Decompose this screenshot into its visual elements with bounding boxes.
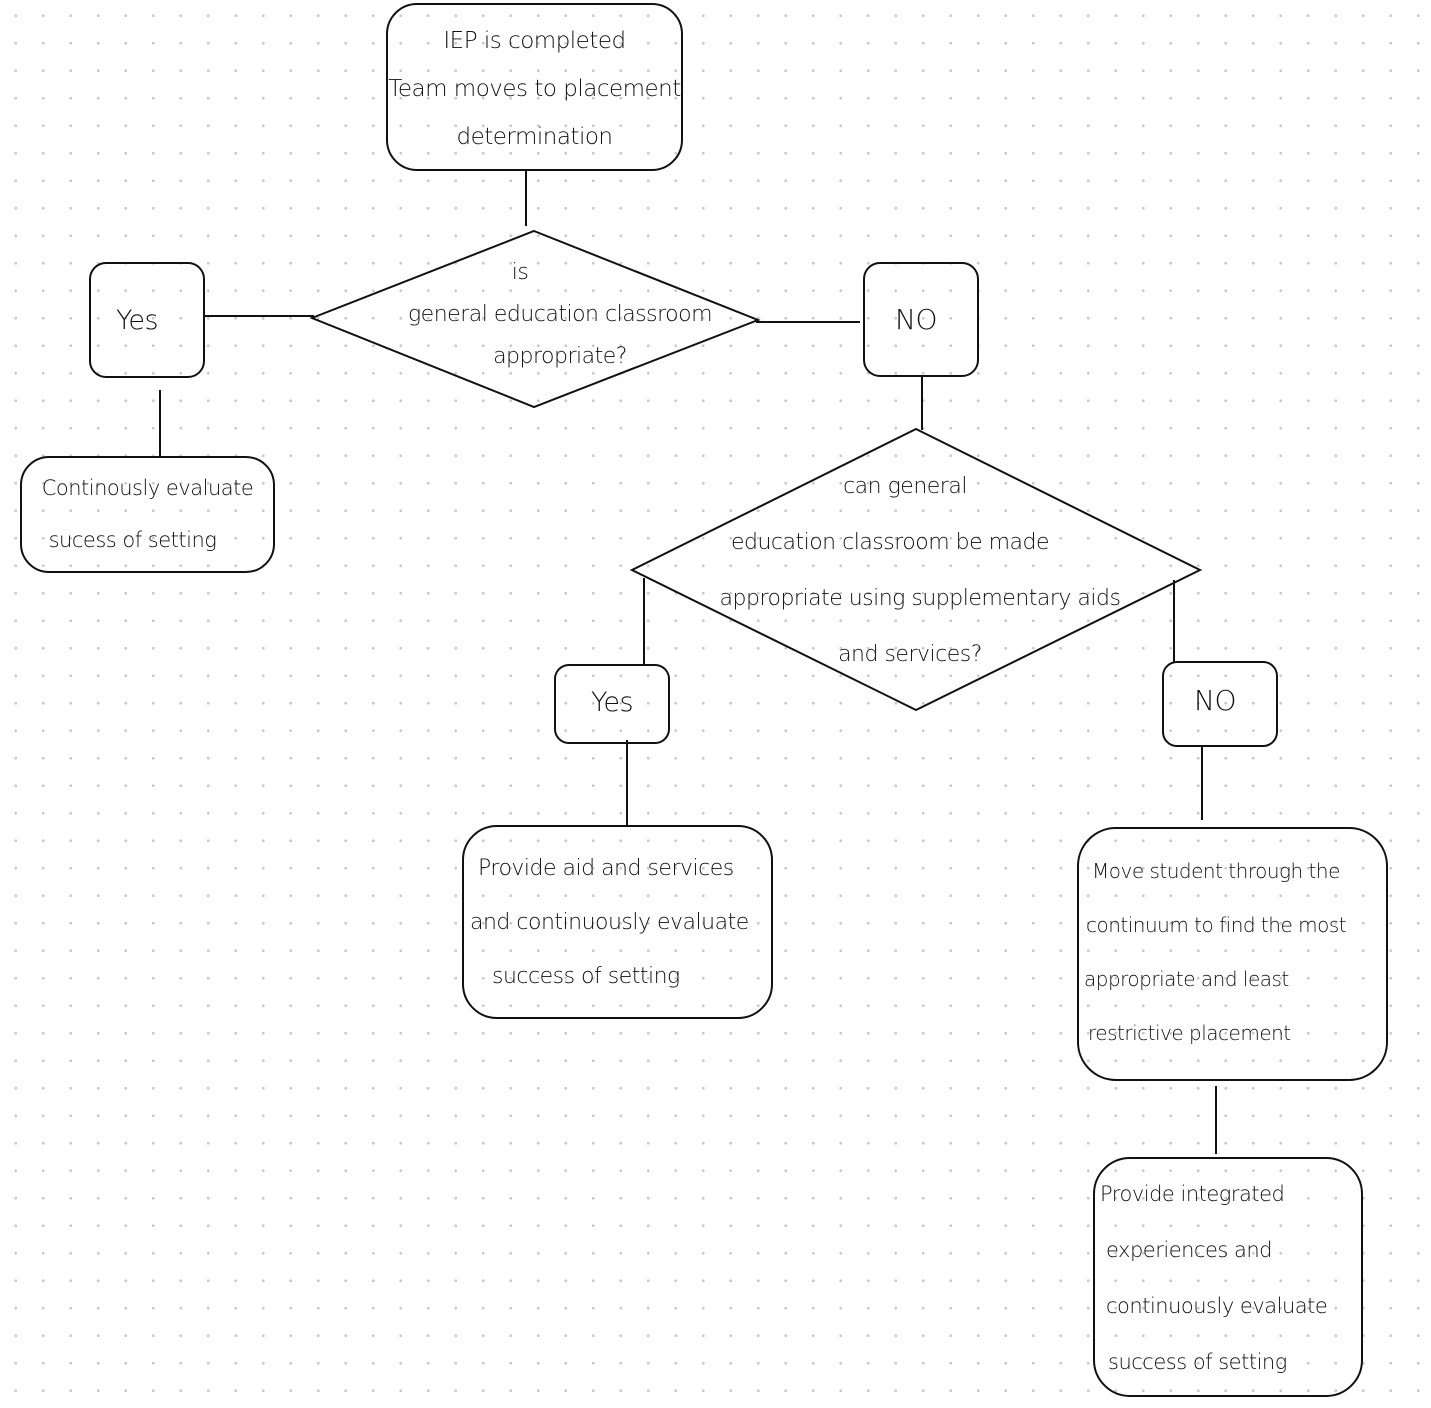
outcome-yes-1-label: Continously evaluate sucess of setting (21, 460, 274, 568)
no-1-box (863, 262, 979, 377)
start-box (386, 3, 683, 171)
no-2-label: NO (1194, 683, 1236, 717)
final-line-3: continuously evaluate (1106, 1294, 1328, 1318)
decision-1-line-2: general education classroom (407, 302, 713, 327)
decision-2-line-3: appropriate using supplementary aids (719, 585, 1121, 611)
outcome-no-2-line-4: restrictive placement (1088, 1021, 1291, 1045)
outcome-yes-2-label: Provide aid and services and continuousl… (470, 840, 770, 1005)
outcome-yes-2-line-3: success of setting (492, 963, 680, 989)
decision-2-line-2: education classroom be made (730, 529, 1050, 555)
outcome-no-2-line-2: continuum to find the most (1086, 913, 1347, 937)
outcome-yes-1-box (20, 456, 275, 573)
yes-2-box (554, 664, 670, 744)
no-1-label: NO (895, 303, 937, 336)
decision-2-label: can general education classroom be made … (680, 458, 1160, 683)
yes-1-box (89, 262, 205, 378)
outcome-yes-1-line-2: sucess of setting (48, 528, 217, 552)
yes-1-label: Yes (115, 304, 159, 336)
final-box (1093, 1157, 1363, 1397)
outcome-yes-2-box (462, 825, 773, 1019)
start-line-1: IEP is completed (443, 28, 626, 54)
outcome-no-2-label: Move student through the continuum to fi… (1084, 842, 1384, 1062)
decision-2-line-4: and services? (838, 641, 982, 667)
start-line-2: Team moves to placement (388, 76, 681, 102)
no-2-box (1162, 661, 1278, 747)
outcome-no-2-box (1077, 827, 1388, 1081)
outcome-no-2-line-3: appropriate and least (1084, 967, 1289, 991)
decision-1-line-3: appropriate? (493, 344, 627, 369)
start-node-label: IEP is completed Team moves to placement… (387, 14, 682, 164)
final-line-4: success of setting (1108, 1350, 1287, 1374)
start-line-3: determination (456, 124, 614, 150)
final-line-2: experiences and (1106, 1238, 1273, 1262)
decision-2-diamond (629, 427, 1203, 712)
outcome-yes-2-line-2: and continuously evaluate (470, 909, 749, 935)
decision-1-diamond (309, 229, 761, 409)
final-label: Provide integrated experiences and conti… (1100, 1168, 1360, 1388)
yes-2-label: Yes (590, 686, 634, 718)
decision-1-line-1: is (511, 260, 529, 285)
outcome-yes-1-line-1: Continously evaluate (41, 476, 254, 500)
decision-2-line-1: can general (843, 473, 967, 499)
outcome-no-2-line-1: Move student through the (1092, 859, 1340, 883)
final-line-1: Provide integrated (1100, 1182, 1285, 1206)
decision-1-label: is general education classroom appropria… (400, 250, 720, 380)
outcome-yes-2-line-1: Provide aid and services (478, 855, 734, 881)
